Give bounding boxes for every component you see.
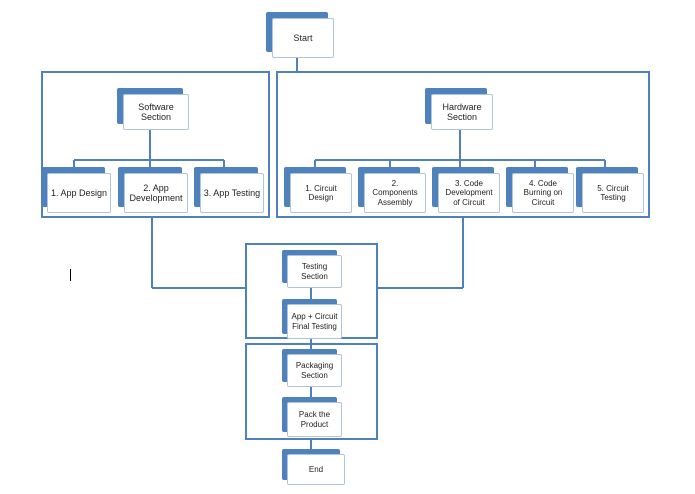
software-step-label: 1. App Design xyxy=(47,173,111,213)
testing-section-node: Testing Section xyxy=(282,250,342,288)
hardware-frame xyxy=(276,71,650,218)
software-section-node: Software Section xyxy=(117,88,189,130)
hardware-step-label: 2. Components Assembly xyxy=(364,173,426,213)
software-step-app-design: 1. App Design xyxy=(41,167,111,213)
hardware-step-circuit-design: 1. Circuit Design xyxy=(284,167,352,213)
hardware-section-node: Hardware Section xyxy=(425,88,493,130)
text-cursor xyxy=(70,269,71,281)
software-step-app-testing: 3. App Testing xyxy=(194,167,264,213)
hardware-step-label: 5. Circuit Testing xyxy=(582,173,644,213)
software-step-label: 2. App Development xyxy=(124,173,188,213)
packaging-frame xyxy=(245,343,378,440)
hardware-step-components-assembly: 2. Components Assembly xyxy=(358,167,426,213)
end-label: End xyxy=(287,454,345,485)
packaging-section-label: Packaging Section xyxy=(287,354,342,387)
final-testing-node: App + Circuit Final Testing xyxy=(282,299,342,339)
final-testing-label: App + Circuit Final Testing xyxy=(287,304,342,339)
hardware-step-code-burning: 4. Code Burning on Circuit xyxy=(506,167,574,213)
pack-product-label: Pack the Product xyxy=(287,402,342,437)
pack-product-node: Pack the Product xyxy=(282,397,342,437)
hardware-step-label: 4. Code Burning on Circuit xyxy=(512,173,574,213)
testing-section-label: Testing Section xyxy=(287,255,342,288)
hardware-step-circuit-testing: 5. Circuit Testing xyxy=(576,167,644,213)
hardware-step-label: 1. Circuit Design xyxy=(290,173,352,213)
start-label: Start xyxy=(272,18,334,58)
end-node: End xyxy=(282,449,345,485)
hardware-section-label: Hardware Section xyxy=(431,94,493,130)
software-step-label: 3. App Testing xyxy=(200,173,264,213)
packaging-section-node: Packaging Section xyxy=(282,349,342,387)
software-step-app-development: 2. App Development xyxy=(118,167,188,213)
software-frame xyxy=(41,71,270,218)
start-node: Start xyxy=(266,12,334,58)
software-section-label: Software Section xyxy=(123,94,189,130)
hardware-step-code-development: 3. Code Development of Circuit xyxy=(432,167,500,213)
hardware-step-label: 3. Code Development of Circuit xyxy=(438,173,500,213)
